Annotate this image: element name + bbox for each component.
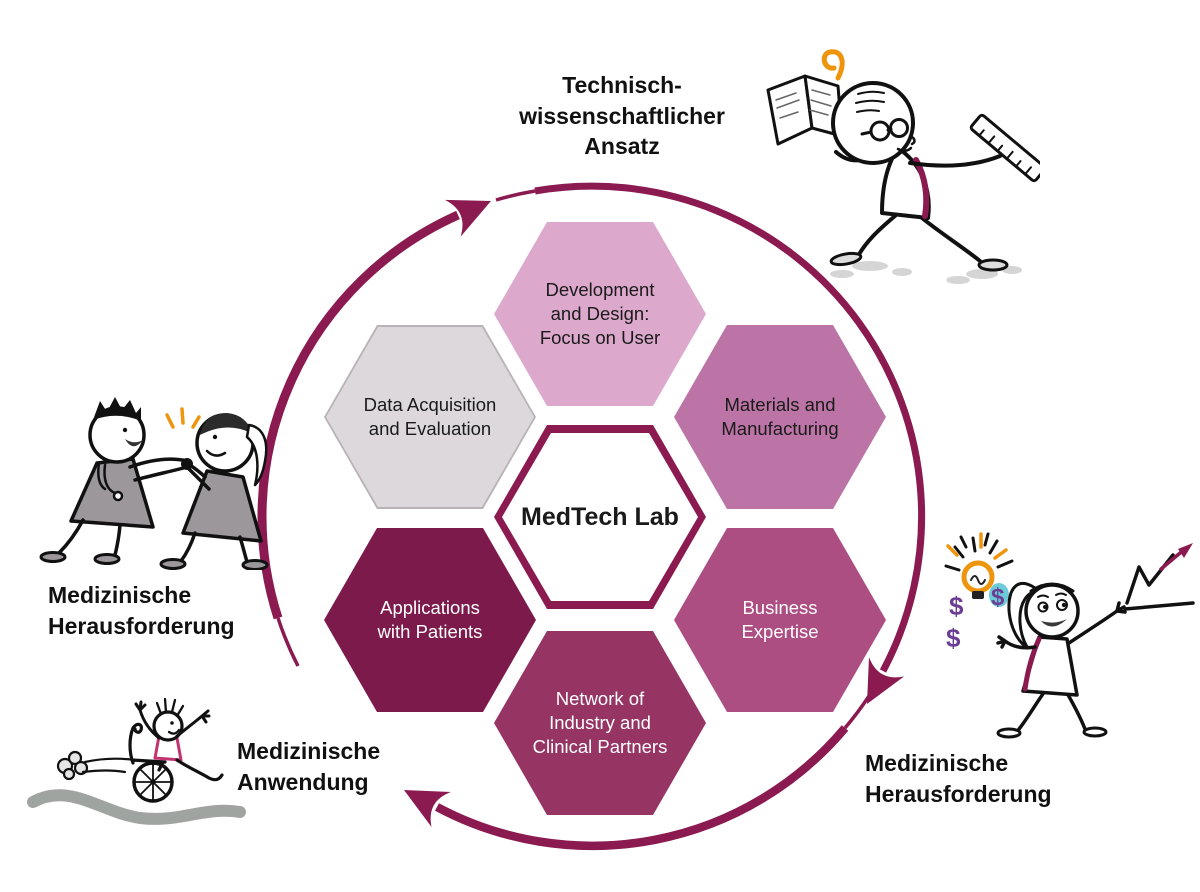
growth-chart-icon [1123,543,1195,611]
scientist-foot [829,251,863,267]
wheelchair-figure [27,697,246,825]
idea-growth-figure: $ $ $ [944,532,1195,739]
girl-smile [1041,619,1067,627]
handshake-figures [39,397,269,570]
hexagon-materials-manufacturing-label: Materials and Manufacturing [721,394,839,439]
hexagon-development-design-label: Development and Design: Focus on User [539,279,661,348]
hexagon-applications-patients: Applications with Patients [324,528,536,712]
hexagon-business-expertise-label: Business Expertise [741,597,819,642]
label-medical-challenge-right: Medizinische Herausforderung [865,750,1052,807]
ponytail [245,423,268,487]
scientist-foot [977,258,1009,272]
exclamation-squiggle-icon [821,49,845,81]
hexagon-network-partners-label: Network of Industry and Clinical Partner… [532,688,668,757]
cycle-arc-bottom [404,695,871,851]
wheelchair-wheel [132,761,174,803]
wheelchair-frame [128,722,167,772]
ruler-icon [969,113,1040,183]
girl-head [1024,583,1080,639]
cycle-arc-right [495,182,926,704]
scientist-reading-figure [766,49,1040,284]
scientist-head [831,81,915,165]
cycle-arc-left [257,199,491,667]
stethoscope-icon [97,461,124,502]
doctor-hair [93,397,141,421]
doctor-smile [125,439,143,447]
dust-cloud-icon [56,750,89,781]
clasped-hands [181,458,193,470]
glasses-icon [860,118,909,142]
label-medical-application: Medizinische Anwendung [237,738,381,795]
hexagon-data-acquisition: Data Acquisition and Evaluation [324,325,536,509]
girl-ponytail [1007,581,1041,649]
label-medical-challenge-left: Medizinische Herausforderung [48,582,235,639]
hexagon-applications-patients-label: Applications with Patients [377,597,483,642]
patient-hair [200,413,251,435]
ground-wave [27,789,246,825]
arrowhead-top-icon [444,199,491,237]
dollar-sign: $ [991,584,1005,611]
arrowhead-right-icon [867,657,904,704]
label-technical-scientific-approach: Technisch- wissenschaftlicher Ansatz [519,72,725,160]
lightbulb-icon [944,532,1014,599]
dollar-sign: $ [946,623,961,653]
sparkle-icon [165,407,201,429]
hexagon-data-acquisition-label: Data Acquisition and Evaluation [363,394,497,439]
medtech-lab-title: MedTech Lab [521,503,679,531]
chart-arrowhead [1178,543,1193,558]
doctor-body [69,457,155,529]
arrowhead-bottom-icon [404,790,451,827]
dollar-sign: $ [949,591,964,621]
book-icon [766,74,844,146]
patient-body [181,469,263,543]
